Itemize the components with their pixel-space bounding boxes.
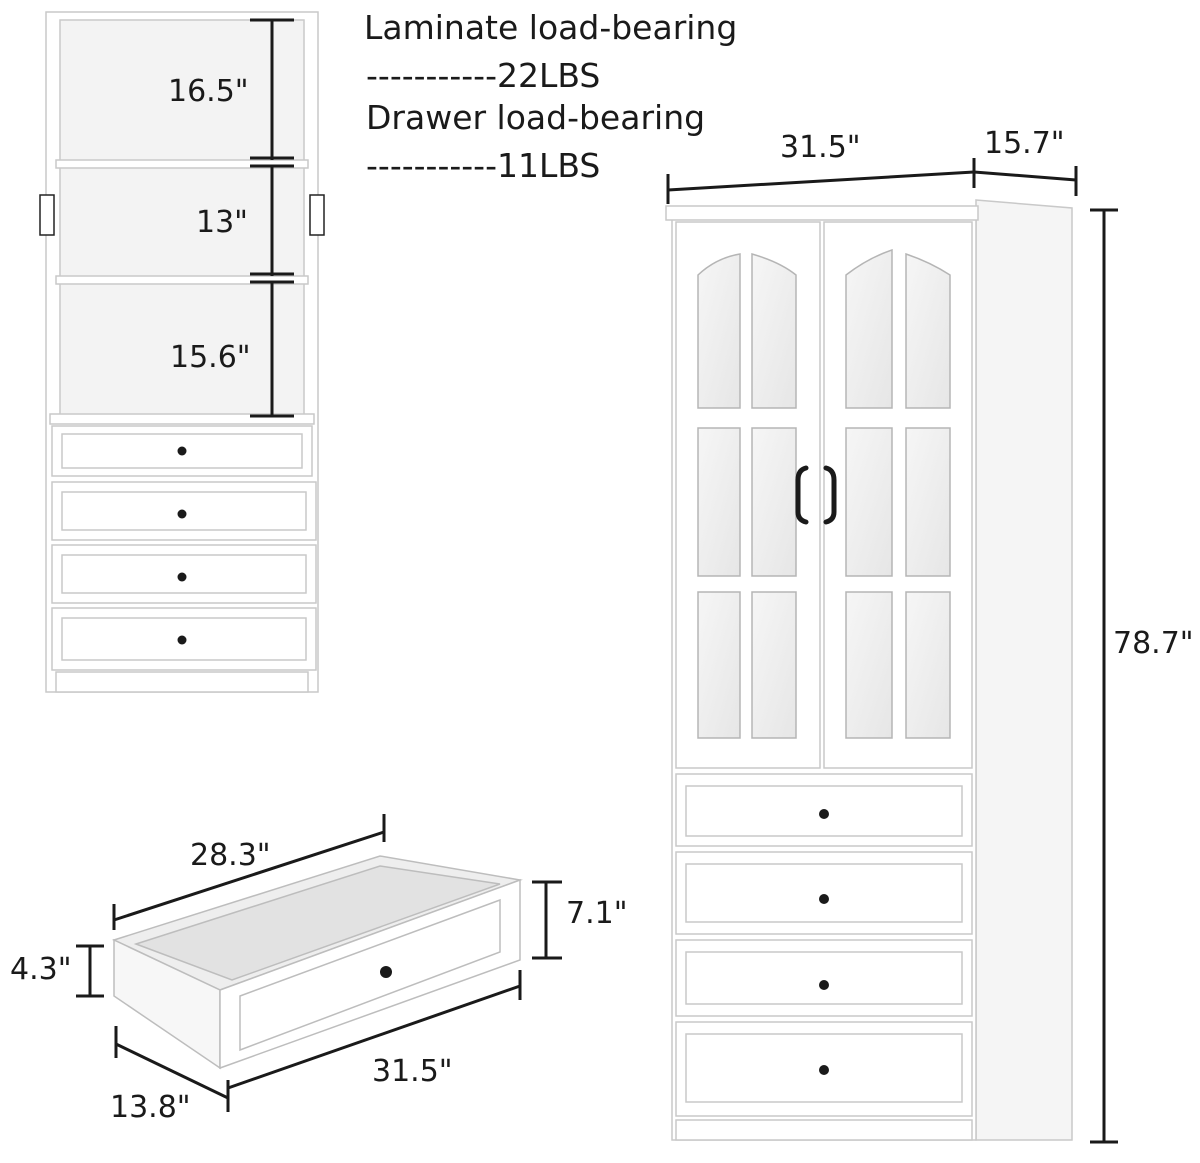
laminate-load-label: Laminate load-bearing	[364, 8, 738, 47]
door-handles	[795, 465, 837, 525]
cabinet-depth-label: 15.7"	[984, 126, 1065, 161]
cabinet-drawer	[675, 1021, 973, 1117]
drawer-box-view	[111, 855, 523, 1070]
cabinet-drawers	[675, 773, 973, 1141]
middle-shelf-height-label: 13"	[196, 205, 248, 240]
cabinet-width-label: 31.5"	[780, 130, 861, 165]
drawer-height-label: 7.1"	[566, 896, 628, 931]
drawer-load-label: Drawer load-bearing	[366, 98, 706, 137]
drawer-depth-label: 13.8"	[110, 1090, 191, 1125]
top-shelf-height-label: 16.5"	[168, 74, 249, 109]
open-cabinet-drawer	[51, 607, 317, 671]
open-cabinet-drawer	[51, 481, 317, 541]
door-glass-panes	[697, 248, 951, 739]
cabinet-dimension-lines	[666, 158, 1118, 1144]
drawer-outer-width-label: 31.5"	[372, 1054, 453, 1089]
open-cabinet-drawer	[51, 544, 317, 604]
cabinet-height-label: 78.7"	[1113, 626, 1194, 661]
drawer-inner-height-label: 4.3"	[10, 952, 72, 987]
cabinet-drawer	[675, 773, 973, 847]
drawer-load-value: -----------11LBS	[366, 146, 601, 185]
laminate-load-value: -----------22LBS	[366, 56, 601, 95]
shelf-dimension-lines	[250, 18, 294, 418]
bottom-shelf-height-label: 15.6"	[170, 340, 251, 375]
drawer-inner-width-label: 28.3"	[190, 838, 271, 873]
cabinet-drawer	[675, 851, 973, 935]
cabinet-drawer	[675, 939, 973, 1017]
open-cabinet-drawer	[51, 425, 313, 477]
drawer-dimension-lines	[76, 814, 562, 1112]
